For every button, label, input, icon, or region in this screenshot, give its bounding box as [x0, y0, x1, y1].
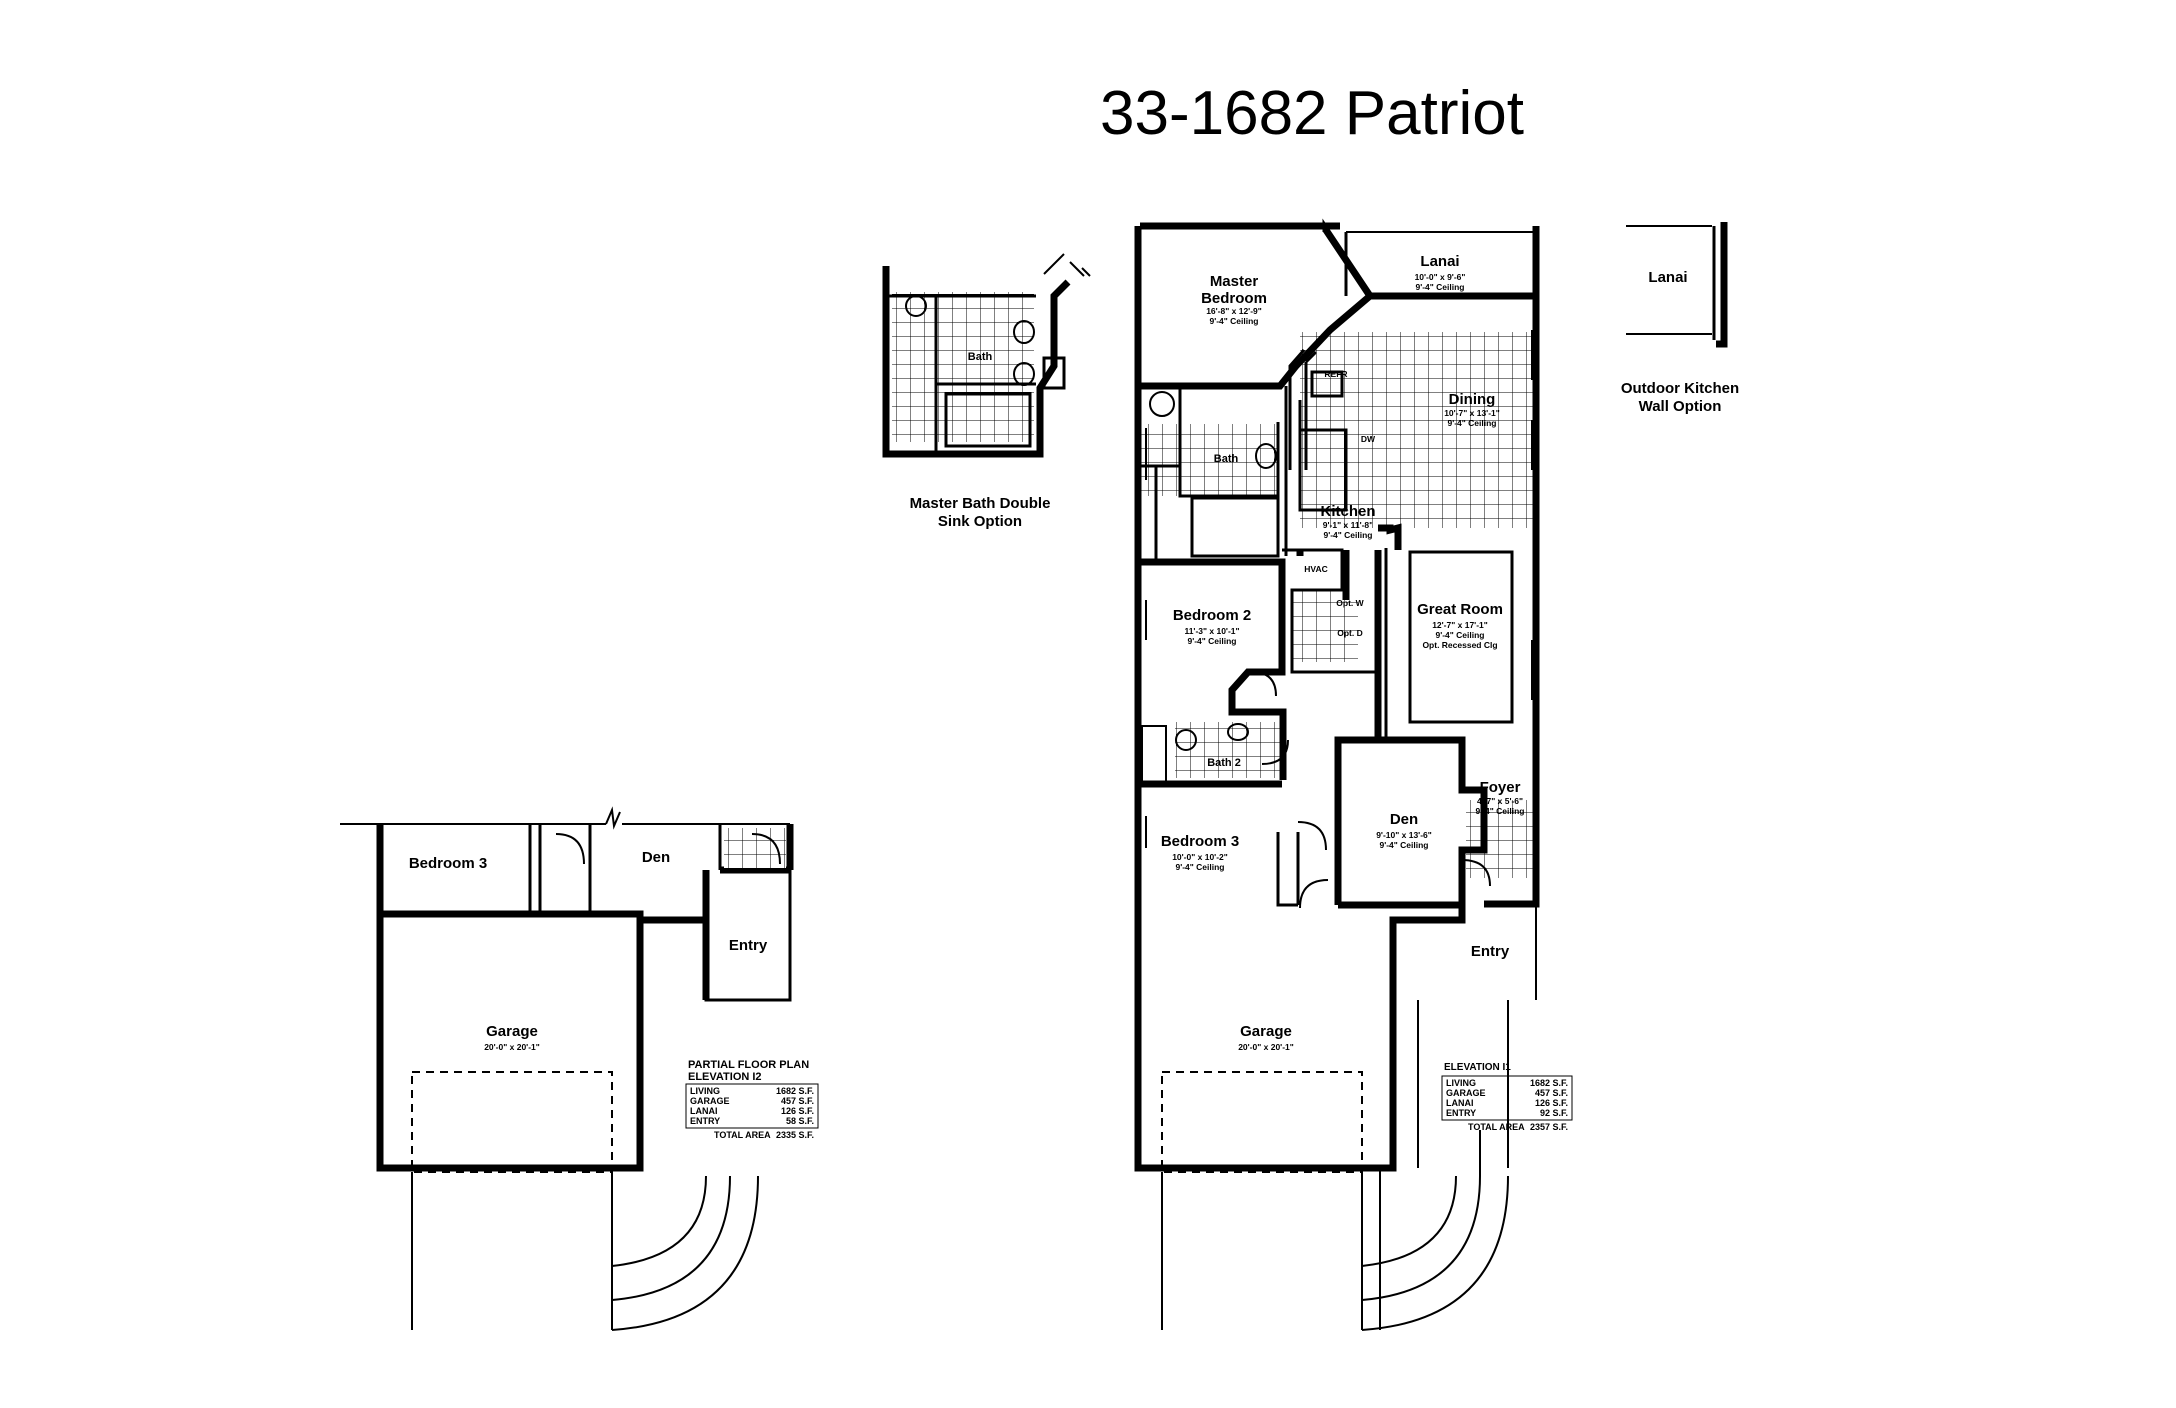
foyer-ceiling: 9'-4" Ceiling	[1475, 806, 1524, 816]
kitchen-ceiling: 9'-4" Ceiling	[1323, 530, 1372, 540]
elev1-garage-label: GARAGE	[1446, 1088, 1486, 1098]
den-size: 9'-10" x 13'-6"	[1376, 830, 1432, 840]
option-bath-label: Bath	[968, 351, 993, 363]
dining-size: 10'-7" x 13'-1"	[1444, 408, 1500, 418]
foyer-size: 4'-7" x 5'-6"	[1477, 796, 1523, 806]
partial-garage-label: Garage	[486, 1023, 538, 1040]
elev1-total-label: TOTAL AREA	[1468, 1122, 1525, 1132]
elev2-total-value: 2335 S.F.	[776, 1130, 814, 1140]
outdoor-kitchen-caption-2: Wall Option	[1639, 398, 1722, 415]
den-label: Den	[1390, 811, 1418, 828]
elev2-lanai-label: LANAI	[690, 1106, 718, 1116]
bedroom2-size: 11'-3" x 10'-1"	[1184, 626, 1239, 636]
elev1-total-value: 2357 S.F.	[1530, 1122, 1568, 1132]
elev1-entry-label: ENTRY	[1446, 1108, 1476, 1118]
elev2-lanai-value: 126 S.F.	[781, 1106, 814, 1116]
elev2-garage-value: 457 S.F.	[781, 1096, 814, 1106]
outdoor-lanai-label: Lanai	[1648, 269, 1687, 286]
great-room-label: Great Room	[1417, 601, 1503, 618]
lanai-size: 10'-0" x 9'-6"	[1415, 272, 1466, 282]
bedroom2-label: Bedroom 2	[1173, 607, 1251, 624]
master-bath-option-drawing	[882, 253, 1091, 458]
elev2-garage-label: GARAGE	[690, 1096, 730, 1106]
outdoor-kitchen-option-drawing	[1626, 222, 1728, 348]
elev2-entry-value: 58 S.F.	[786, 1116, 814, 1126]
outdoor-kitchen-caption-1: Outdoor Kitchen	[1621, 380, 1739, 397]
master-bath-option-caption-1: Master Bath Double	[910, 495, 1051, 512]
main-floor-plan	[1134, 218, 1540, 1331]
lanai-label: Lanai	[1420, 253, 1459, 270]
bath2-label: Bath 2	[1207, 757, 1241, 769]
elev1-garage-value: 457 S.F.	[1535, 1088, 1568, 1098]
elev1-living-label: LIVING	[1446, 1078, 1476, 1088]
partial-den-label: Den	[642, 849, 670, 866]
master-bedroom-ceiling: 9'-4" Ceiling	[1209, 316, 1258, 326]
partial-garage-size: 20'-0" x 20'-1"	[484, 1042, 540, 1052]
opt-dryer-label: Opt. D	[1337, 628, 1363, 638]
opt-washer-label: Opt. W	[1336, 598, 1364, 608]
kitchen-label: Kitchen	[1320, 503, 1375, 520]
elev2-total-label: TOTAL AREA	[714, 1130, 771, 1140]
bedroom2-ceiling: 9'-4" Ceiling	[1187, 636, 1236, 646]
garage-label: Garage	[1240, 1023, 1292, 1040]
elev2-living-label: LIVING	[690, 1086, 720, 1096]
kitchen-size: 9'-1" x 11'-8"	[1323, 520, 1373, 530]
elev2-living-value: 1682 S.F.	[776, 1086, 814, 1096]
partial-floor-plan-drawing	[340, 806, 794, 1331]
elevation1-heading: ELEVATION I1	[1444, 1062, 1511, 1073]
bedroom3-label: Bedroom 3	[1161, 833, 1239, 850]
dining-ceiling: 9'-4" Ceiling	[1447, 418, 1496, 428]
elev1-living-value: 1682 S.F.	[1530, 1078, 1568, 1088]
garage-size: 20'-0" x 20'-1"	[1238, 1042, 1294, 1052]
master-bedroom-label-2: Bedroom	[1201, 290, 1267, 307]
foyer-label: Foyer	[1480, 779, 1521, 796]
bedroom3-size: 10'-0" x 10'-2"	[1172, 852, 1228, 862]
refr-label: REFR	[1324, 369, 1347, 379]
den-ceiling: 9'-4" Ceiling	[1379, 840, 1428, 850]
elev1-entry-value: 92 S.F.	[1540, 1108, 1568, 1118]
page-title: 33-1682 Patriot	[1100, 79, 1524, 148]
hvac-label: HVAC	[1304, 564, 1327, 574]
entry-label: Entry	[1471, 943, 1510, 960]
elevation2-heading-1: PARTIAL FLOOR PLAN	[688, 1059, 809, 1071]
master-bath-option-caption-2: Sink Option	[938, 513, 1022, 530]
elevation2-heading-2: ELEVATION I2	[688, 1071, 762, 1083]
elev2-entry-label: ENTRY	[690, 1116, 720, 1126]
bedroom3-ceiling: 9'-4" Ceiling	[1175, 862, 1224, 872]
partial-entry-label: Entry	[729, 937, 768, 954]
dining-label: Dining	[1449, 391, 1496, 408]
great-room-size: 12'-7" x 17'-1"	[1432, 620, 1488, 630]
master-bath-label: Bath	[1214, 453, 1239, 465]
partial-bedroom3-label: Bedroom 3	[409, 855, 487, 872]
great-room-ceiling: 9'-4" Ceiling	[1435, 630, 1484, 640]
elev1-lanai-value: 126 S.F.	[1535, 1098, 1568, 1108]
master-bedroom-label: Master	[1210, 273, 1259, 290]
master-bedroom-size: 16'-8" x 12'-9"	[1206, 306, 1262, 316]
elev1-lanai-label: LANAI	[1446, 1098, 1474, 1108]
dw-label: DW	[1361, 434, 1376, 444]
lanai-ceiling: 9'-4" Ceiling	[1415, 282, 1464, 292]
great-room-note: Opt. Recessed Clg	[1422, 640, 1497, 650]
